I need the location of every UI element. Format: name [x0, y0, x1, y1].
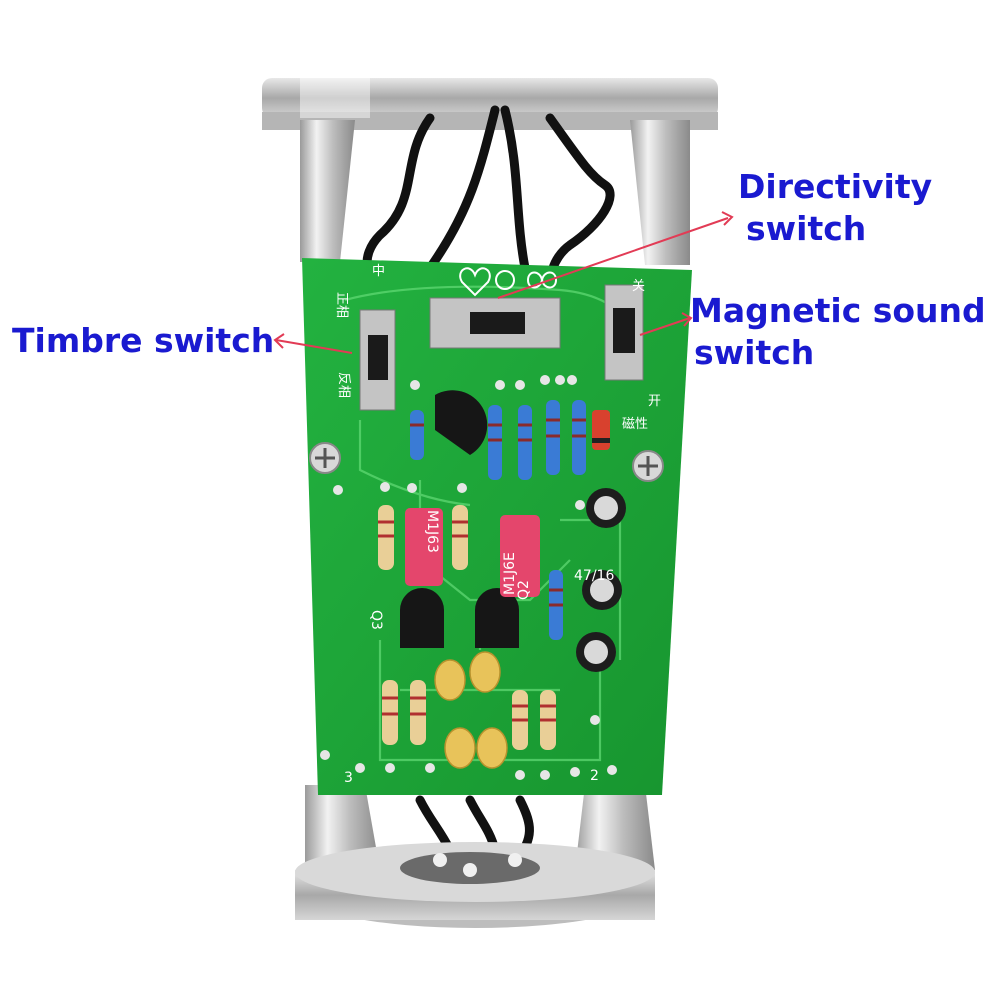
- silk-text: Q3: [368, 610, 384, 630]
- silk-text: Q2: [516, 580, 532, 600]
- silk-text: 47/16: [574, 568, 614, 584]
- directivity-switch-label: Directivity switch: [738, 167, 933, 248]
- pink-resistor-left: M1J63: [405, 508, 443, 586]
- ceramic-capacitors: [434, 651, 508, 769]
- silk-text: 正相: [334, 292, 349, 318]
- magnetic-switch: [604, 284, 644, 381]
- silk-text: 反相: [336, 372, 351, 398]
- mount-screw-right: [632, 450, 664, 482]
- blue-resistors: [410, 400, 586, 640]
- silk-text: 3: [344, 770, 353, 786]
- directivity-switch: [429, 297, 561, 349]
- silk-text: 磁性: [622, 417, 648, 432]
- top-metal-ring: [262, 78, 718, 130]
- silk-text: 关: [632, 279, 645, 294]
- black-wires: [362, 105, 615, 860]
- magnetic-sound-switch-label: Magnetic sound switch: [690, 291, 986, 372]
- transistor-q3: [400, 588, 444, 648]
- silk-text: 中: [372, 264, 385, 279]
- callout-arrows: [273, 211, 734, 354]
- solder-pads: [320, 375, 617, 780]
- silk-text: 2: [590, 768, 599, 784]
- bottom-xlr-connector: [295, 842, 655, 928]
- beige-resistors: [378, 505, 556, 750]
- transistor-top: [435, 390, 488, 455]
- pink-resistor-right: M1J6E: [500, 515, 540, 597]
- polar-pattern-icons: [459, 267, 558, 297]
- electrolytic-capacitors: [576, 488, 626, 672]
- svg-text:M1J63: M1J63: [424, 510, 440, 553]
- mount-screw-left: [309, 442, 341, 474]
- timbre-switch: [359, 309, 396, 411]
- transistor-q2: [475, 588, 519, 648]
- diode: [592, 410, 610, 450]
- silk-text: 开: [648, 394, 661, 409]
- timbre-switch-label: Timbre switch: [12, 321, 275, 360]
- pcb-board: M1J63 M1J6E: [302, 258, 692, 795]
- svg-text:M1J6E: M1J6E: [502, 552, 518, 595]
